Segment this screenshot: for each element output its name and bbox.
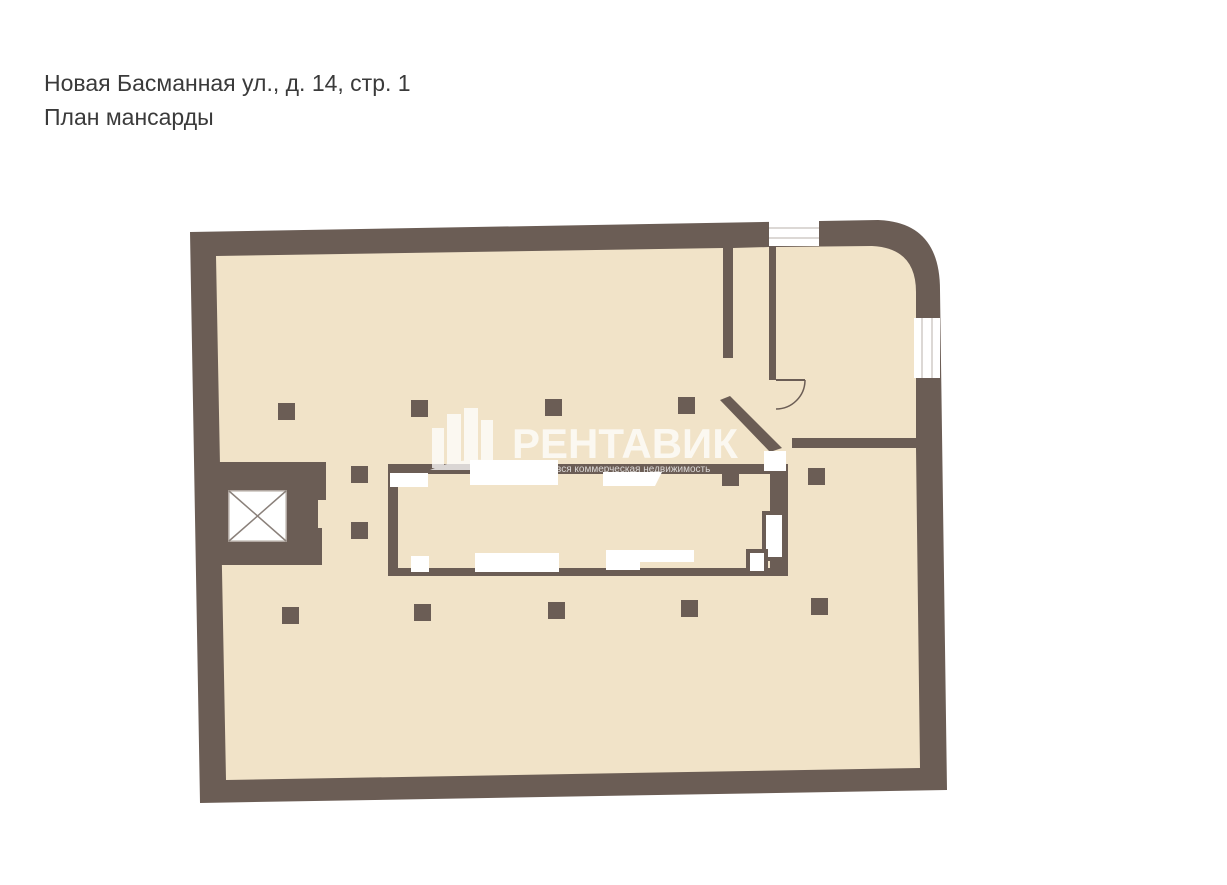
title-block: Новая Басманная ул., д. 14, стр. 1 План … [44,66,411,134]
window-right [914,318,940,378]
column [722,469,739,486]
elevator-shaft-cross-icon [228,490,287,542]
core-right-opening [766,515,782,557]
column [545,399,562,416]
column [681,600,698,617]
core-openings [390,451,786,572]
central-core-inner [398,474,770,568]
column [811,598,828,615]
diagonal-partition [720,396,782,452]
door [775,379,806,410]
column [808,468,825,485]
plan-title: План мансарды [44,104,214,130]
column [548,602,565,619]
column [282,607,299,624]
column [351,522,368,539]
column [414,604,431,621]
column [278,403,295,420]
plan-address: Новая Басманная ул., д. 14, стр. 1 [44,70,411,96]
column [351,466,368,483]
watermark-brand: РЕНТАВИК [512,420,738,467]
core-right-stub [750,553,764,571]
column-grid [278,397,828,624]
column [411,400,428,417]
window-top [769,220,819,246]
watermark: РЕНТАВИК вся коммерческая недвижимость [430,408,738,475]
building-logo-icon [430,408,500,470]
watermark-tagline: вся коммерческая недвижимость [556,464,710,475]
column [678,397,695,414]
